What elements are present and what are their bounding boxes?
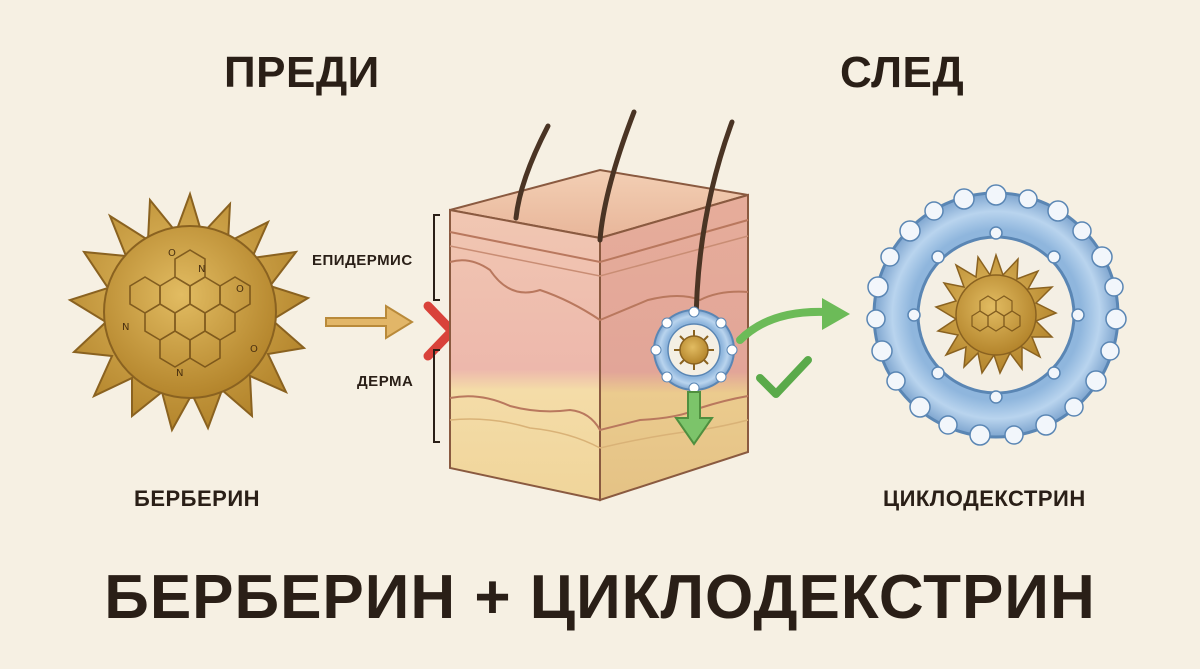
epidermis-label: ЕПИДЕРМИС xyxy=(312,252,413,269)
check-icon xyxy=(760,360,808,394)
svg-text:O: O xyxy=(168,248,176,259)
berberine-label: БЕРБЕРИН xyxy=(134,486,260,512)
skin-complex-icon xyxy=(651,307,737,393)
svg-text:O: O xyxy=(250,344,258,355)
transfer-arrow xyxy=(740,298,850,340)
svg-text:N: N xyxy=(122,322,129,333)
layer-brackets xyxy=(434,215,440,442)
berberine-molecule-icon: O N O N O N xyxy=(70,194,308,430)
main-title: БЕРБЕРИН + ЦИКЛОДЕКСТРИН xyxy=(0,562,1200,633)
before-heading: ПРЕДИ xyxy=(224,48,380,98)
cyclodextrin-label: ЦИКЛОДЕКСТРИН xyxy=(883,486,1086,512)
svg-text:N: N xyxy=(198,264,205,275)
incoming-arrow xyxy=(326,306,412,338)
svg-text:O: O xyxy=(236,284,244,295)
after-heading: СЛЕД xyxy=(840,48,964,98)
cyclodextrin-ring-icon xyxy=(867,185,1126,445)
skin-block-icon xyxy=(450,112,748,500)
svg-text:N: N xyxy=(176,368,183,379)
dermis-label: ДЕРМА xyxy=(357,373,413,390)
